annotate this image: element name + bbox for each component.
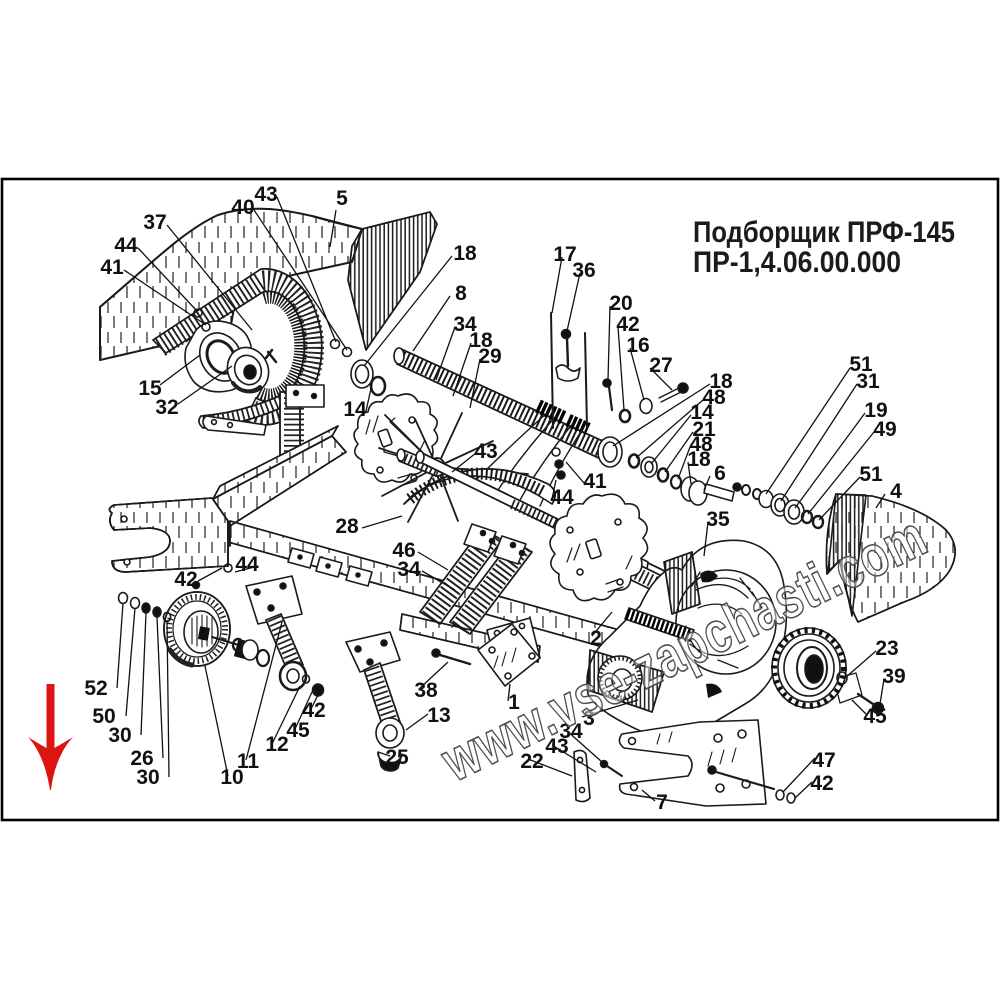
svg-text:51: 51: [859, 463, 883, 486]
svg-text:21: 21: [692, 418, 716, 441]
svg-text:42: 42: [810, 772, 833, 795]
svg-text:35: 35: [706, 508, 730, 531]
svg-text:15: 15: [138, 377, 162, 400]
svg-text:8: 8: [455, 282, 467, 305]
svg-text:42: 42: [616, 313, 639, 336]
svg-text:7: 7: [656, 791, 668, 814]
svg-text:36: 36: [572, 259, 595, 282]
svg-text:39: 39: [882, 665, 905, 688]
svg-text:6: 6: [714, 462, 726, 485]
svg-text:13: 13: [427, 704, 450, 727]
svg-text:18: 18: [709, 370, 733, 393]
svg-text:4: 4: [890, 480, 902, 503]
svg-text:45: 45: [286, 719, 310, 742]
svg-text:18: 18: [687, 448, 711, 471]
svg-text:40: 40: [231, 196, 254, 219]
svg-text:41: 41: [583, 470, 607, 493]
svg-text:Подборщик ПРФ-145: Подборщик ПРФ-145: [693, 216, 955, 249]
svg-text:31: 31: [856, 370, 880, 393]
svg-text:27: 27: [649, 354, 672, 377]
svg-text:20: 20: [609, 292, 632, 315]
svg-text:43: 43: [474, 440, 497, 463]
svg-text:18: 18: [453, 242, 477, 265]
svg-text:11: 11: [237, 750, 260, 773]
svg-text:5: 5: [336, 187, 348, 210]
svg-text:34: 34: [559, 720, 583, 743]
svg-text:28: 28: [335, 515, 359, 538]
svg-text:42: 42: [174, 568, 197, 591]
svg-text:42: 42: [302, 699, 325, 722]
svg-text:44: 44: [114, 234, 138, 257]
svg-text:2: 2: [590, 627, 602, 650]
svg-text:48: 48: [689, 433, 713, 456]
svg-text:50: 50: [92, 705, 115, 728]
svg-text:29: 29: [478, 345, 501, 368]
svg-text:30: 30: [108, 724, 131, 747]
svg-text:ПР-1,4.06.00.000: ПР-1,4.06.00.000: [693, 246, 901, 279]
svg-text:14: 14: [343, 398, 367, 421]
svg-text:41: 41: [100, 256, 124, 279]
svg-text:1: 1: [508, 691, 520, 714]
svg-text:47: 47: [812, 749, 835, 772]
svg-text:22: 22: [520, 750, 543, 773]
svg-text:46: 46: [392, 539, 415, 562]
svg-text:12: 12: [265, 733, 288, 756]
svg-text:23: 23: [875, 637, 898, 660]
svg-text:25: 25: [385, 746, 409, 769]
svg-text:44: 44: [550, 486, 574, 509]
svg-text:43: 43: [545, 735, 568, 758]
svg-text:3: 3: [583, 707, 595, 730]
svg-text:49: 49: [873, 418, 896, 441]
svg-text:10: 10: [220, 766, 243, 789]
svg-text:37: 37: [143, 211, 166, 234]
svg-text:14: 14: [690, 401, 714, 424]
svg-text:45: 45: [863, 705, 887, 728]
svg-text:26: 26: [130, 747, 153, 770]
svg-text:51: 51: [849, 353, 873, 376]
svg-text:32: 32: [155, 396, 178, 419]
svg-text:34: 34: [453, 313, 477, 336]
svg-text:34: 34: [397, 558, 421, 581]
svg-text:48: 48: [702, 386, 726, 409]
svg-text:43: 43: [254, 183, 277, 206]
svg-text:44: 44: [235, 553, 259, 576]
svg-text:19: 19: [864, 399, 887, 422]
svg-text:17: 17: [553, 243, 576, 266]
svg-text:52: 52: [84, 677, 107, 700]
svg-text:18: 18: [469, 329, 493, 352]
svg-text:30: 30: [136, 766, 159, 789]
svg-text:38: 38: [414, 679, 438, 702]
svg-text:16: 16: [626, 334, 649, 357]
